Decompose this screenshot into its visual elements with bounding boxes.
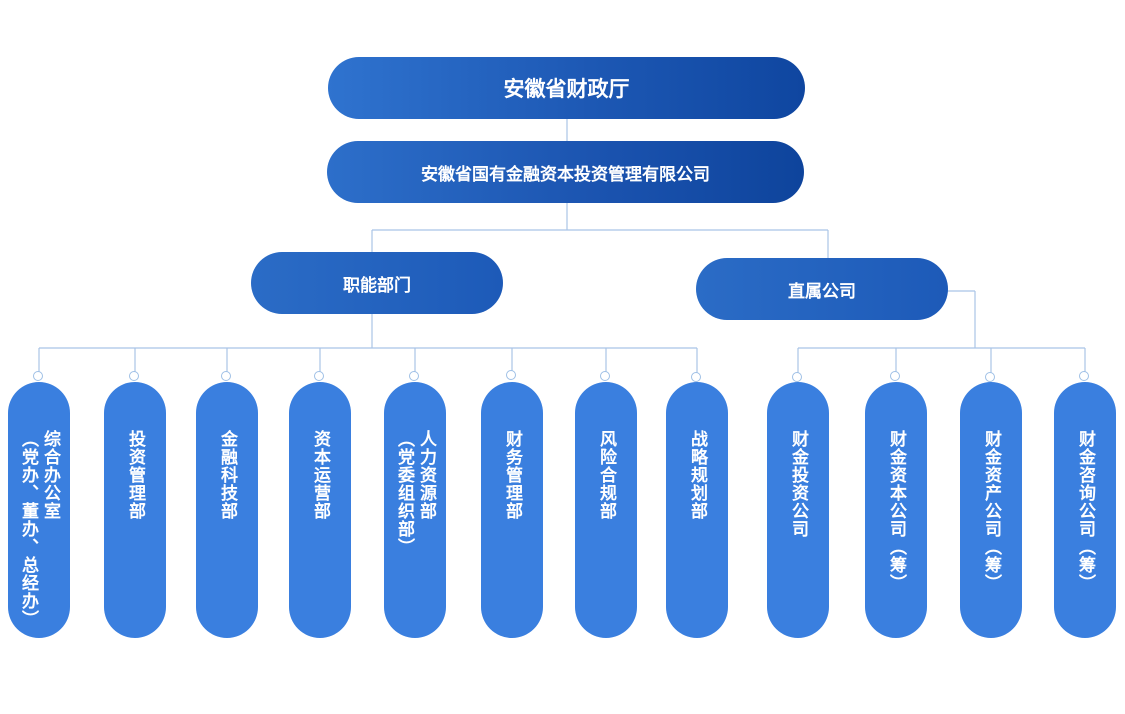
subsidiary-label: 直属公司 (788, 281, 856, 302)
company-title: 安徽省国有金融资本投资管理有限公司 (421, 164, 710, 185)
sub-consulting-company-label: 财金咨询公司（筹） (1075, 430, 1095, 592)
dept-fintech: 金融科技部 (196, 382, 258, 638)
dept-finance-management: 财务管理部 (481, 382, 543, 638)
dept-investment-management: 投资管理部 (104, 382, 166, 638)
subsidiaries-node: 直属公司 (696, 258, 948, 320)
connector-dot (792, 372, 802, 382)
dept-capital-operation-label: 资本运营部 (310, 430, 330, 520)
sub-capital-company-label: 财金资本公司（筹） (886, 430, 906, 592)
connector-dot (409, 371, 419, 381)
dept-human-resources: 人力资源部 （党委组织部） (384, 382, 446, 638)
dept-human-resources-label: 人力资源部 （党委组织部） (394, 430, 436, 556)
dept-general-office: 综合办公室 （党办、董办、总经办） (8, 382, 70, 638)
connector-dot (506, 370, 516, 380)
dept-finance-management-label: 财务管理部 (502, 430, 522, 520)
functional-label: 职能部门 (343, 275, 411, 296)
connector-dot (33, 371, 43, 381)
sub-capital-company: 财金资本公司（筹） (865, 382, 927, 638)
dept-general-office-label: 综合办公室 （党办、董办、总经办） (18, 430, 60, 628)
functional-departments-node: 职能部门 (251, 252, 503, 314)
sub-investment-company: 财金投资公司 (767, 382, 829, 638)
sub-asset-company: 财金资产公司（筹） (960, 382, 1022, 638)
connector-dot (129, 371, 139, 381)
company-node: 安徽省国有金融资本投资管理有限公司 (327, 141, 804, 203)
connector-dot (985, 372, 995, 382)
connector-dot (314, 371, 324, 381)
connector-dot (691, 372, 701, 382)
connector-dot (221, 371, 231, 381)
dept-risk-compliance-label: 风险合规部 (596, 430, 616, 520)
connector-dot (1079, 371, 1089, 381)
sub-consulting-company: 财金咨询公司（筹） (1054, 382, 1116, 638)
root-node: 安徽省财政厅 (328, 57, 805, 119)
dept-strategic-planning: 战略规划部 (666, 382, 728, 638)
dept-capital-operation: 资本运营部 (289, 382, 351, 638)
dept-risk-compliance: 风险合规部 (575, 382, 637, 638)
sub-investment-company-label: 财金投资公司 (788, 430, 808, 538)
root-title: 安徽省财政厅 (503, 77, 630, 101)
sub-asset-company-label: 财金资产公司（筹） (981, 430, 1001, 592)
connector-dot (600, 371, 610, 381)
connector-dot (890, 371, 900, 381)
dept-fintech-label: 金融科技部 (217, 430, 237, 520)
dept-investment-management-label: 投资管理部 (125, 430, 145, 520)
dept-strategic-planning-label: 战略规划部 (687, 430, 707, 520)
